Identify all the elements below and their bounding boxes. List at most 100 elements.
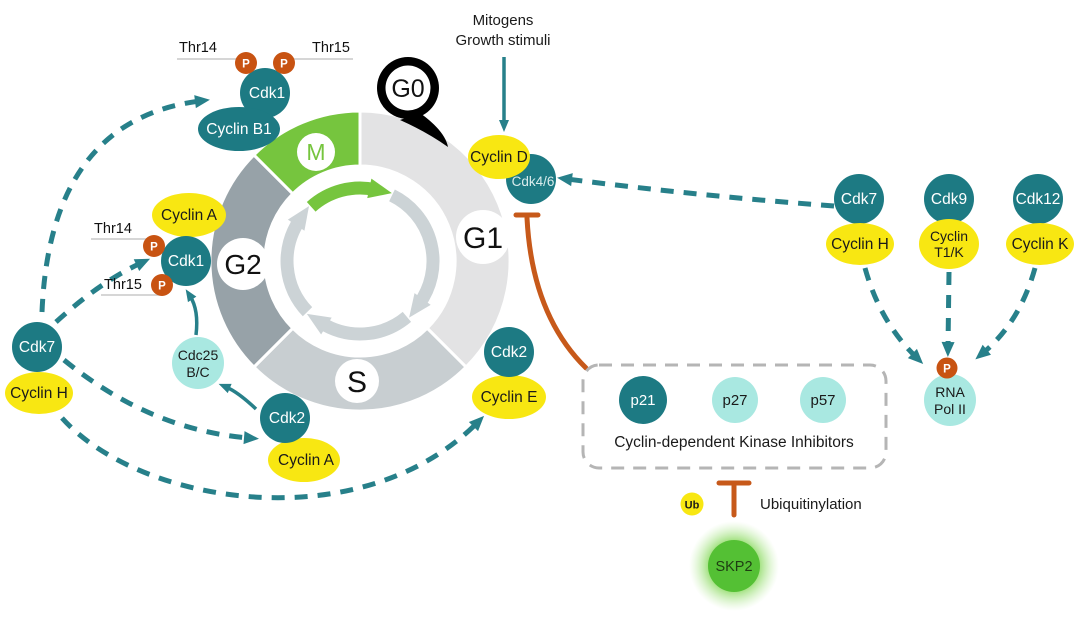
phospho-badge [936, 357, 958, 379]
cdk2-s-label: Cdk2 [269, 410, 305, 427]
cdk7-complex-right: Cdk7 Cyclin H [826, 174, 894, 265]
thr14-left-label: Thr14 [94, 221, 132, 237]
ub-label: Ub [685, 500, 700, 512]
phase-label-g2: G2 [224, 249, 261, 280]
phospho-letter: P [280, 59, 288, 71]
cycline-node [472, 375, 546, 419]
thr15-left-label: Thr15 [104, 277, 142, 293]
cdk1-g2-label: Cdk1 [168, 253, 204, 270]
phospho-badge [235, 52, 257, 74]
skp2-label: SKP2 [715, 559, 752, 575]
phospho-badge [143, 235, 165, 257]
skp2-inhibition-line [716, 480, 752, 518]
thr15-top-label: Thr15 [312, 40, 350, 56]
rnapol-label-line2: Pol II [934, 401, 966, 417]
cak-activation-arrow-g1s [60, 415, 485, 501]
cyclind-node [468, 135, 530, 179]
cdk1-m-label: Cdk1 [249, 85, 285, 102]
cdc25-label-line2: B/C [186, 364, 209, 380]
g2-phase-complex: Cyclin A Cdk1 Thr14 Thr15 P P [91, 193, 226, 296]
cdc25-activates-cdk1-arrow [185, 289, 199, 336]
cdk2-g1s-label: Cdk2 [491, 344, 527, 361]
cyclina-g2-label: Cyclin A [161, 207, 218, 224]
cdk9-complex: Cdk9 Cyclin T1/K [919, 174, 979, 269]
cdc25-node: Cdc25 B/C [172, 337, 224, 389]
cki-box: p21 p27 p57 Cyclin-dependent Kinase Inhi… [581, 363, 888, 470]
cak-activation-arrow-m [39, 95, 210, 313]
cycle-arrow-g1 [388, 189, 440, 318]
p21-node [619, 376, 667, 424]
g0-quiescence-marker: G0 [377, 57, 448, 147]
cdk46-label: Cdk4/6 [512, 174, 555, 189]
p27-label: p27 [722, 392, 747, 409]
cyclint-label-line1: Cyclin [930, 228, 968, 244]
cyclinh-right-label: Cyclin H [831, 236, 889, 253]
cyclinh-left-label: Cyclin H [10, 385, 68, 402]
ubiquitinylation-group: Ub Ubiquitinylation SKP2 [680, 492, 862, 611]
cycle-wheel: G0 M G1 G2 S [208, 57, 512, 413]
phospho-letter: P [242, 59, 250, 71]
cyclint-node [919, 219, 979, 269]
p57-node [800, 377, 846, 423]
cyclina-s-label: Cyclin A [278, 452, 335, 469]
cdk9-node [924, 174, 974, 224]
phase-label-m: M [306, 139, 325, 165]
phospho-badge [273, 52, 295, 74]
mitogens-label-line2: Growth stimuli [455, 32, 550, 49]
thr14-top-label: Thr14 [179, 40, 217, 56]
cyclina-s-node [268, 438, 340, 482]
p27-node [712, 377, 758, 423]
phospho-letter: P [943, 364, 951, 376]
skp2-node [708, 540, 760, 592]
cyclinb1-label: Cyclin B1 [206, 121, 271, 138]
p57-label: p57 [810, 392, 835, 409]
phase-label-g1: G1 [463, 222, 503, 255]
p21-label: p21 [630, 392, 655, 409]
cdk9-label: Cdk9 [931, 191, 967, 208]
cdk12-node [1013, 174, 1063, 224]
cdk12-complex: Cdk12 Cyclin K [1006, 174, 1074, 265]
cdk7-left-label: Cdk7 [19, 339, 55, 356]
cyclink-label: Cyclin K [1012, 236, 1070, 253]
rnapol-label-line1: RNA [935, 384, 965, 400]
cdk9-to-rnapol-arrow [941, 271, 955, 357]
segment-g1 [358, 109, 512, 370]
cyclind-label: Cyclin D [470, 149, 528, 166]
phase-label-g0: G0 [391, 75, 424, 103]
cdk7-right-node [834, 174, 884, 224]
rna-pol-ii-node: RNA Pol II P [924, 357, 976, 426]
cki-caption: Cyclin-dependent Kinase Inhibitors [614, 434, 854, 451]
phospho-letter: P [158, 281, 166, 293]
cyclink-node [1006, 223, 1074, 265]
cyclina-g2-node [152, 193, 226, 237]
phospho-letter: P [150, 242, 158, 254]
phospho-badge [151, 274, 173, 296]
cycle-arrow-s [306, 311, 412, 341]
cak-activation-arrow-g2 [54, 258, 151, 324]
cdk12-to-rnapol-arrow [975, 267, 1038, 360]
cyclinh-right-node [826, 223, 894, 265]
cycle-arrow-g2 [280, 206, 313, 317]
ubiquitinylation-label: Ubiquitinylation [760, 496, 862, 513]
cycle-arrow-m [306, 178, 392, 212]
cdk2-to-cdc25-arrow [218, 383, 258, 411]
cyclinb1-node [198, 107, 280, 151]
mitogens-label-line1: Mitogens [473, 12, 534, 29]
m-phase-complex: Cdk1 Cyclin B1 Thr14 Thr15 P P [177, 40, 353, 151]
ub-badge [680, 492, 704, 516]
cdk12-label: Cdk12 [1016, 191, 1061, 208]
cdk2-g1s-node [484, 327, 534, 377]
cak-complex-left: Cdk7 Cyclin H [5, 322, 73, 414]
cak-activation-arrow-s [62, 358, 259, 445]
phase-label-s: S [347, 366, 367, 399]
cyclinh-left-node [5, 372, 73, 414]
phase-badge-g2 [217, 238, 269, 290]
cdc25-label-line1: Cdc25 [178, 347, 219, 363]
g0-inner-circle [385, 65, 431, 111]
cdk7-left-node [12, 322, 62, 372]
cdk7-to-cdk46-arrow [557, 173, 835, 209]
s-phase-complex: Cdk2 Cyclin A [260, 393, 340, 482]
cdk2-s-node [260, 393, 310, 443]
